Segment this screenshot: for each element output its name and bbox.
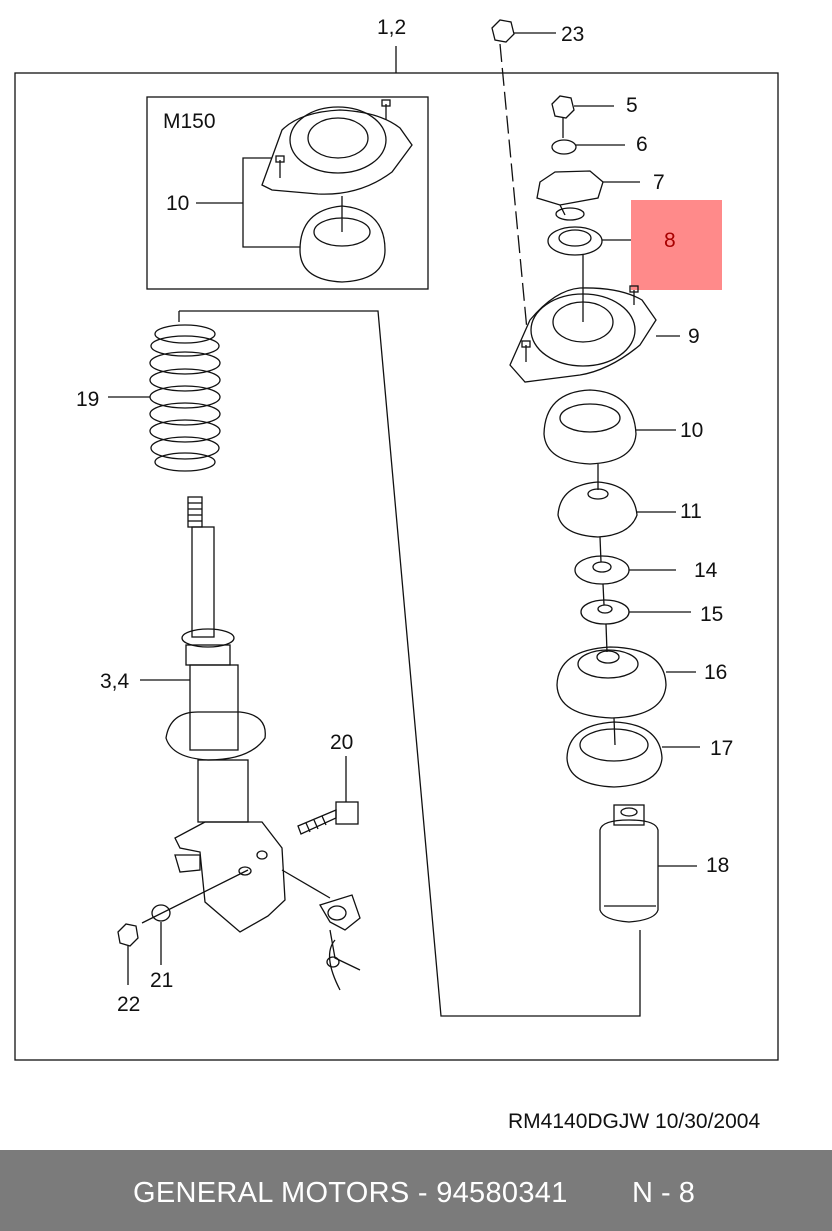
label-9: 9 [688, 325, 700, 348]
spring-seat-16 [556, 623, 667, 719]
stabilizer-link [281, 869, 361, 991]
seat-11 [557, 464, 638, 538]
inset-bump-bearing [299, 196, 386, 283]
inset-strut-mount [261, 99, 413, 195]
label-15: 15 [700, 603, 723, 626]
label-7: 7 [653, 171, 665, 194]
label-19: 19 [76, 388, 99, 411]
label-11: 11 [680, 500, 702, 523]
strut-mount-9 [509, 255, 657, 383]
inset-box-m150 [146, 96, 429, 290]
label-20: 20 [330, 731, 353, 754]
label-10: 10 [680, 419, 703, 442]
label-3-4: 3,4 [100, 670, 130, 693]
bearing-8 [547, 226, 603, 256]
nut-5 [551, 95, 575, 119]
dust-boot-18 [599, 804, 659, 923]
nut-23 [491, 19, 515, 43]
label-21: 21 [150, 969, 173, 992]
label-8: 8 [664, 229, 676, 252]
drawing-reference: RM4140DGJW 10/30/2004 [508, 1110, 761, 1133]
label-16: 16 [704, 661, 727, 684]
label-17: 17 [710, 737, 733, 760]
footer-part-number: GENERAL MOTORS - 94580341 [133, 1177, 568, 1209]
label-22: 22 [117, 993, 140, 1016]
plate-7 [536, 170, 604, 206]
label-10-inset: 10 [166, 192, 189, 215]
washer-15 [580, 583, 630, 625]
footer-page-number: N - 8 [632, 1177, 695, 1209]
insulator-17 [566, 717, 663, 788]
label-m150: M150 [163, 110, 216, 133]
label-23: 23 [561, 23, 584, 46]
coil-spring [149, 324, 221, 472]
washer-14 [574, 536, 630, 585]
nut-22 [117, 923, 139, 947]
label-5: 5 [626, 94, 638, 117]
footer-bar [0, 1150, 832, 1231]
bolt-20 [297, 801, 359, 835]
label-1-2: 1,2 [377, 16, 406, 39]
label-14: 14 [694, 559, 718, 582]
washer-6 [551, 139, 577, 155]
label-18: 18 [706, 854, 729, 877]
highlight-part-8 [631, 200, 722, 290]
washer-21 [151, 904, 171, 922]
strut-assembly [165, 496, 286, 933]
bump-stop-10 [543, 389, 637, 465]
label-6: 6 [636, 133, 648, 156]
exploded-strut-diagram: 1,2 23 M150 10 5 6 7 8 9 10 11 14 15 16 … [14, 16, 779, 1061]
